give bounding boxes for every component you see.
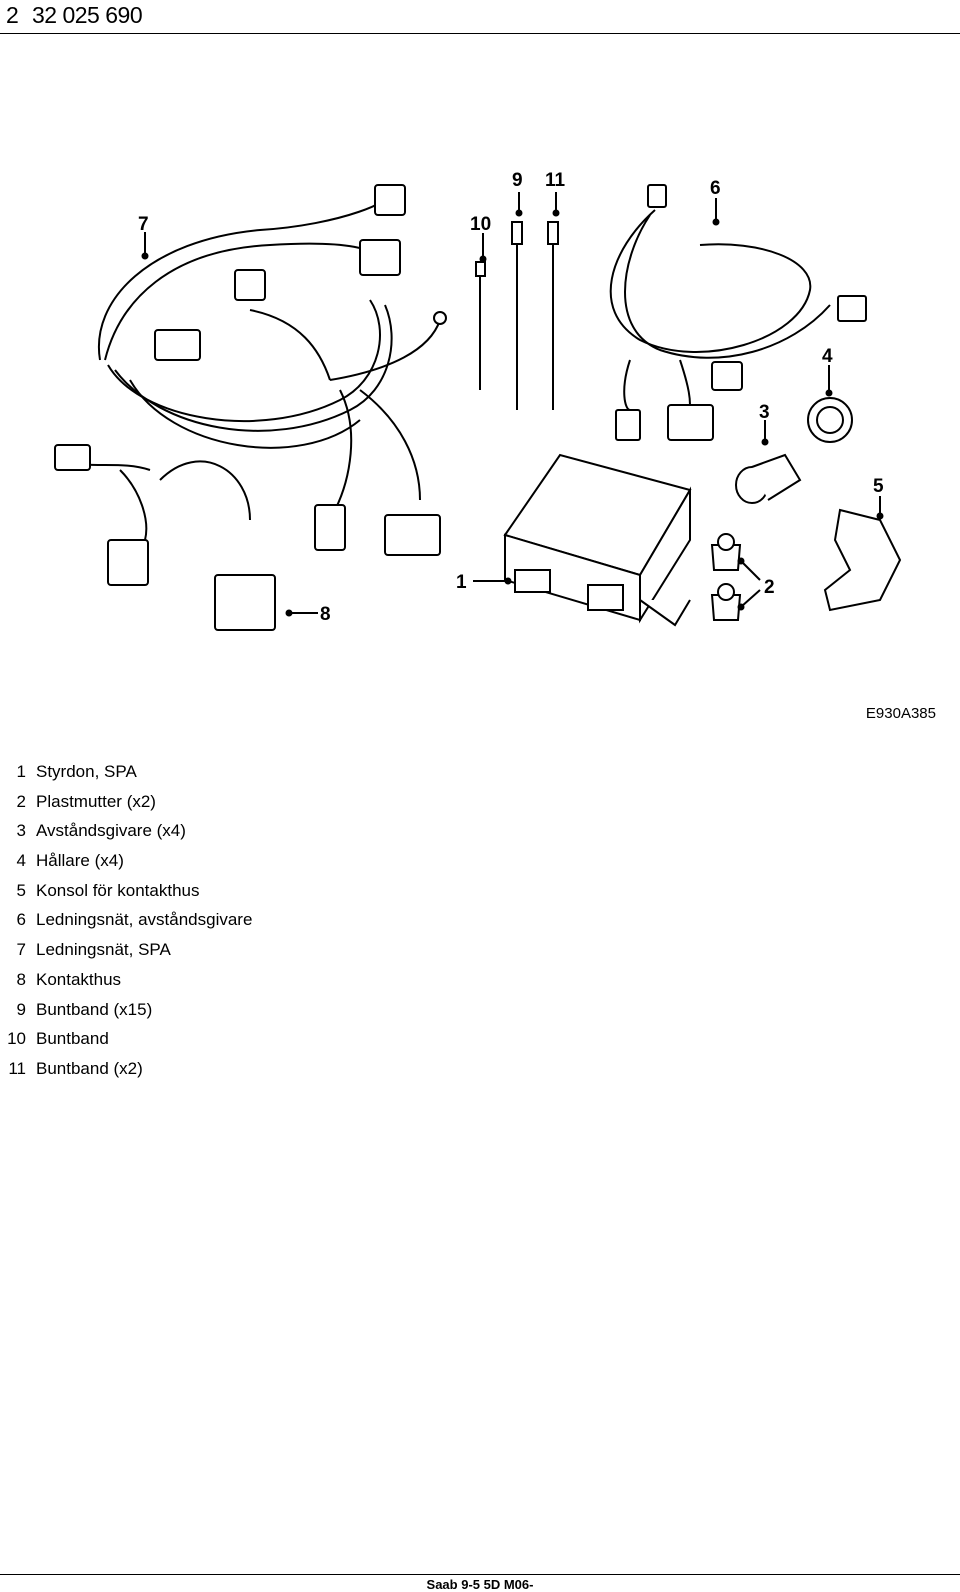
legend-row: 7 Ledningsnät, SPA bbox=[0, 940, 400, 970]
page-header: 2 32 025 690 bbox=[0, 0, 960, 34]
parts-illustration: 7 10 9 11 6 4 3 5 1 2 8 bbox=[54, 170, 902, 631]
legend-text: Hållare (x4) bbox=[36, 851, 124, 871]
legend-text: Plastmutter (x2) bbox=[36, 791, 156, 811]
control-unit bbox=[503, 453, 692, 627]
legend-number: 7 bbox=[16, 940, 26, 960]
legend-text: Ledningsnät, avståndsgivare bbox=[36, 910, 253, 930]
legend-text: Styrdon, SPA bbox=[36, 762, 137, 781]
legend-number: 1 bbox=[16, 762, 26, 781]
callout-4: 4 bbox=[822, 346, 833, 367]
legend-row: 5 Konsol för kontakthus bbox=[0, 881, 400, 911]
page-footer: Saab 9-5 5D M06- bbox=[426, 1577, 534, 1592]
legend-row: 3 Avståndsgivare (x4) bbox=[0, 821, 400, 851]
callout-11: 11 bbox=[545, 170, 566, 191]
plastic-nuts bbox=[710, 533, 742, 621]
figure-code: E930A385 bbox=[865, 705, 936, 722]
legend-text: Buntband (x15) bbox=[36, 999, 153, 1019]
legend-row: 4 Hållare (x4) bbox=[0, 851, 400, 881]
legend-row: 8 Kontakthus bbox=[0, 970, 400, 1000]
legend-number: 8 bbox=[16, 969, 26, 989]
footer-rule bbox=[0, 1574, 960, 1575]
callout-2: 2 bbox=[764, 577, 775, 598]
callout-9: 9 bbox=[512, 170, 523, 191]
parts-legend: 1 Styrdon, SPA 2 Plastmutter (x2) 3 Avstånd… bbox=[0, 762, 400, 1089]
document-number: 32 025 690 bbox=[32, 2, 143, 28]
spa-connectors bbox=[54, 184, 447, 631]
legend-text: Buntband bbox=[36, 1029, 109, 1049]
legend-number: 3 bbox=[16, 821, 26, 841]
legend-number: 4 bbox=[16, 851, 26, 871]
legend-number: 2 bbox=[16, 791, 26, 811]
callout-10: 10 bbox=[470, 214, 491, 235]
legend-row: 10 Buntband bbox=[0, 1029, 400, 1059]
callout-labels: 7 10 9 11 6 4 3 5 1 2 8 bbox=[138, 170, 884, 625]
sensor-and-holder bbox=[735, 397, 902, 612]
leader-lines bbox=[141, 192, 884, 617]
legend-number: 11 bbox=[8, 1058, 26, 1078]
legend-text: Ledningsnät, SPA bbox=[36, 940, 171, 960]
legend-text: Kontakthus bbox=[36, 969, 122, 989]
legend-row: 1 Styrdon, SPA bbox=[0, 762, 400, 792]
page-number: 2 bbox=[6, 2, 19, 28]
legend-number: 10 bbox=[7, 1029, 26, 1049]
legend-text: Avståndsgivare (x4) bbox=[36, 821, 186, 841]
callout-1: 1 bbox=[456, 572, 467, 593]
callout-8: 8 bbox=[320, 604, 331, 625]
sensor-connectors bbox=[615, 184, 867, 441]
legend-number: 6 bbox=[16, 910, 26, 930]
cable-ties bbox=[475, 221, 559, 410]
legend-number: 5 bbox=[16, 880, 26, 900]
legend-text: Konsol för kontakthus bbox=[36, 880, 200, 900]
header-rule bbox=[0, 33, 960, 34]
legend-row: 11 Buntband (x2) bbox=[0, 1059, 400, 1089]
legend-row: 6 Ledningsnät, avståndsgivare bbox=[0, 910, 400, 940]
callout-3: 3 bbox=[759, 402, 770, 423]
callout-5: 5 bbox=[873, 476, 884, 497]
legend-row: 2 Plastmutter (x2) bbox=[0, 792, 400, 822]
legend-text: Buntband (x2) bbox=[36, 1058, 143, 1078]
callout-7: 7 bbox=[138, 214, 149, 235]
callout-6: 6 bbox=[710, 178, 721, 199]
legend-row: 9 Buntband (x15) bbox=[0, 1000, 400, 1030]
legend-number: 9 bbox=[16, 999, 26, 1019]
